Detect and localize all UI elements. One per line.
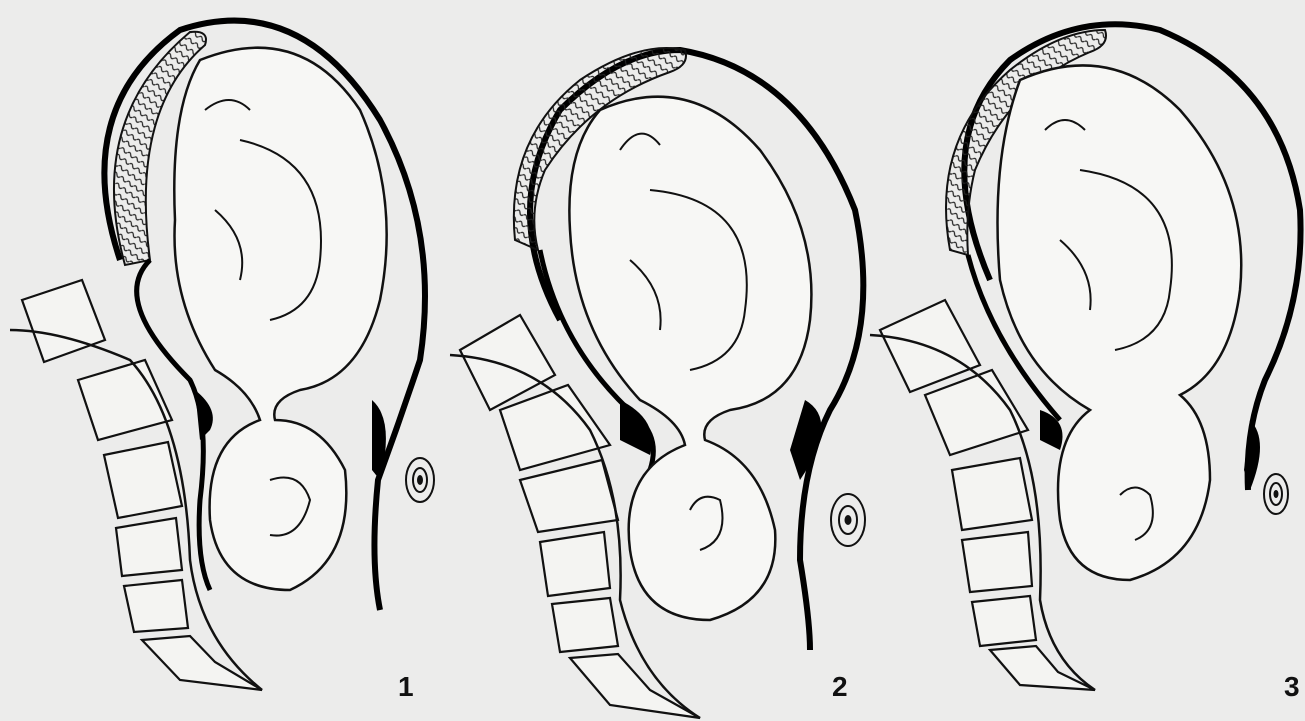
fetal-body-3 — [998, 65, 1242, 580]
vertebra — [116, 518, 182, 576]
coccyx — [142, 636, 262, 690]
vertebra — [540, 532, 610, 596]
target-marker-3 — [1264, 474, 1288, 514]
panel-3 — [870, 24, 1301, 690]
vertebra — [124, 580, 188, 632]
vertebra — [520, 460, 618, 532]
panel-2 — [450, 48, 865, 718]
target-marker-2 — [831, 494, 865, 546]
coccyx — [570, 654, 700, 718]
vertebra — [962, 532, 1032, 592]
target-marker-1 — [406, 458, 434, 502]
coccyx — [990, 646, 1095, 690]
vertebra — [972, 596, 1036, 646]
vertebra — [22, 280, 105, 362]
panel-3-number: 3 — [1284, 673, 1300, 701]
panel-2-number: 2 — [832, 673, 848, 701]
vertebra — [952, 458, 1032, 530]
panel-1 — [10, 21, 434, 690]
fetal-body-1 — [174, 48, 386, 590]
vertebra — [104, 442, 182, 518]
panel-1-number: 1 — [398, 673, 414, 701]
vertebra — [500, 385, 610, 470]
vertebra — [552, 598, 618, 652]
